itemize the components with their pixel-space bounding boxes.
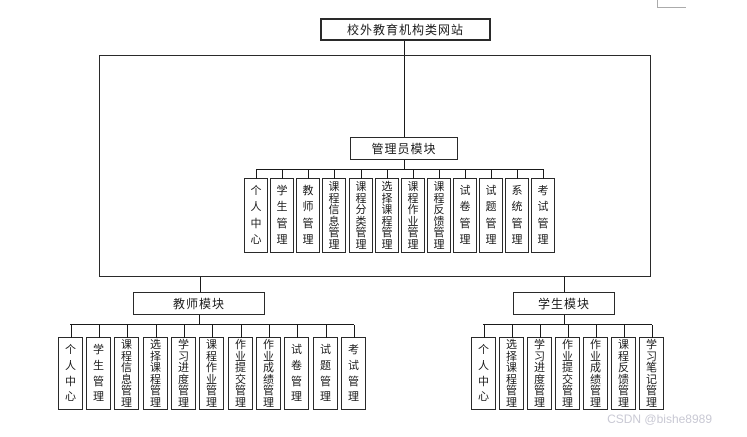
admin-child-label: 系统管理 [511,184,523,246]
student-child-box: 学习笔记管理 [639,325,664,410]
teacher-child-box: 选择课程管理 [143,325,168,410]
student-child-label: 个人中心 [478,343,489,404]
connector-admin-down [404,160,405,170]
admin-child-label: 课程分类管理 [355,180,367,251]
teacher-child-box: 课程作业管理 [199,325,224,410]
admin-child-box: 试题管理 [479,170,503,253]
admin-child-box: 选择课程管理 [375,170,399,253]
teacher-module-label: 教师模块 [172,297,225,311]
teacher-child-label: 作业成绩管理 [263,338,274,409]
student-module-label: 学生模块 [537,297,590,311]
connector-teacher-down [199,315,200,325]
connector-student-down [564,315,565,325]
teacher-child-box: 学生管理 [86,325,111,410]
teacher-child-box: 试卷管理 [284,325,309,410]
admin-child-box: 课程反馈管理 [427,170,451,253]
admin-child-box: 系统管理 [505,170,529,253]
student-child-box: 个人中心 [471,325,496,410]
teacher-child-box: 考试管理 [341,325,366,410]
connector-admin-horizontal [256,169,544,170]
root-node-label: 校外教育机构类网站 [346,23,464,37]
connector-root-admin [404,41,405,138]
connector-frame-student [564,277,565,292]
student-child-label: 课程反馈管理 [618,338,629,409]
student-child-label: 作业成绩管理 [590,338,601,409]
admin-child-label: 课程反馈管理 [433,180,445,251]
admin-child-label: 试卷管理 [459,184,471,246]
student-child-box: 学习进度管理 [527,325,552,410]
admin-child-label: 试题管理 [485,184,497,246]
teacher-child-box: 作业成绩管理 [256,325,281,410]
teacher-child-label: 试卷管理 [291,343,302,404]
admin-subtree-frame [99,55,651,277]
admin-module-box: 管理员模块 [350,137,458,160]
admin-child-box: 课程信息管理 [322,170,346,253]
corner-fragment-line [657,7,686,8]
teacher-child-box: 学习进度管理 [171,325,196,410]
student-child-label: 作业提交管理 [562,338,573,409]
student-child-box: 选择课程管理 [499,325,524,410]
admin-module-label: 管理员模块 [371,142,437,156]
teacher-child-label: 试题管理 [320,343,331,404]
teacher-child-box: 作业提交管理 [228,325,253,410]
admin-child-label: 学生管理 [276,184,288,246]
connector-student-horizontal [483,324,652,325]
student-child-box: 作业成绩管理 [583,325,608,410]
connector-teacher-horizontal [70,324,354,325]
teacher-child-box: 个人中心 [58,325,83,410]
student-child-box: 课程反馈管理 [611,325,636,410]
teacher-child-label: 学习进度管理 [178,338,189,409]
admin-child-box: 试卷管理 [453,170,477,253]
teacher-child-label: 学生管理 [93,343,104,404]
student-module-box: 学生模块 [513,292,615,315]
teacher-child-label: 课程信息管理 [121,338,132,409]
admin-child-label: 课程信息管理 [328,180,340,251]
teacher-child-label: 作业提交管理 [235,338,246,409]
admin-child-box: 课程作业管理 [401,170,425,253]
admin-child-label: 个人中心 [250,184,262,246]
admin-child-label: 考试管理 [537,184,549,246]
connector-frame-teacher [200,277,201,292]
teacher-child-label: 选择课程管理 [150,338,161,409]
corner-fragment-line [657,0,658,8]
teacher-child-box: 课程信息管理 [114,325,139,410]
admin-child-box: 课程分类管理 [349,170,373,253]
teacher-child-label: 个人中心 [65,343,76,404]
admin-child-box: 个人中心 [244,170,268,253]
watermark-text: CSDN @bishe8989 [607,412,712,426]
student-child-box: 作业提交管理 [555,325,580,410]
admin-child-box: 教师管理 [296,170,320,253]
teacher-child-label: 课程作业管理 [206,338,217,409]
student-child-label: 学习进度管理 [534,338,545,409]
teacher-module-box: 教师模块 [133,292,265,315]
admin-child-label: 课程作业管理 [407,180,419,251]
admin-child-box: 学生管理 [270,170,294,253]
teacher-child-box: 试题管理 [313,325,338,410]
admin-child-label: 选择课程管理 [381,180,393,251]
admin-child-label: 教师管理 [302,184,314,246]
student-child-label: 选择课程管理 [506,338,517,409]
root-node-box: 校外教育机构类网站 [320,18,491,41]
student-child-label: 学习笔记管理 [646,338,657,409]
teacher-child-label: 考试管理 [348,343,359,404]
admin-child-box: 考试管理 [531,170,555,253]
